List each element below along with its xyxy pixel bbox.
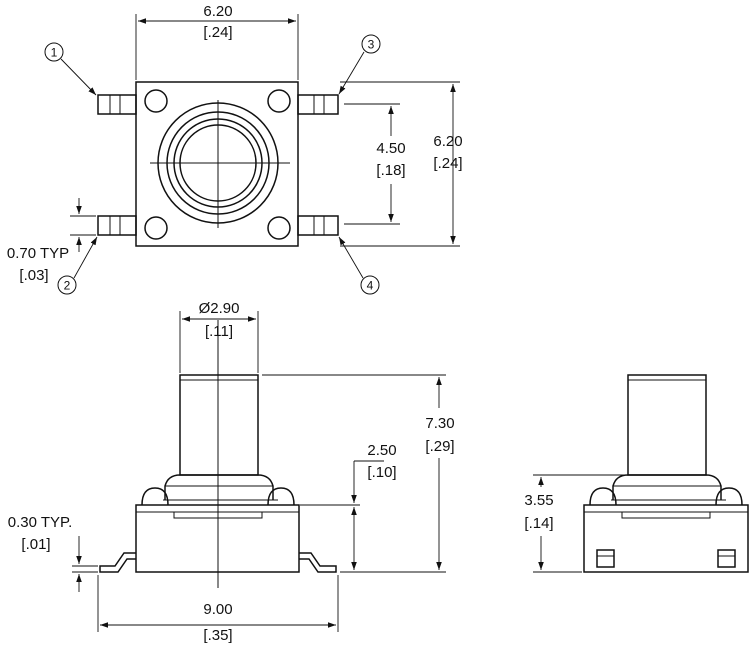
svg-text:3: 3 (368, 38, 375, 52)
top-view: 6.20 [.24] 6.20 [.24] 4.50 [.18] 0.70 TY… (7, 3, 463, 295)
pin-3-callout: 3 (338, 34, 381, 95)
left-lead (99, 552, 136, 573)
alt-height-in: [.14] (524, 515, 553, 532)
top-width-in: [.24] (203, 24, 232, 41)
front-view: Ø2.90 [.11] 7.30 [.29] 2.50 [.10] 0.30 T… (8, 300, 455, 644)
corner-hole-tr (267, 89, 291, 113)
top-width-mm: 6.20 (203, 3, 232, 20)
total-height-mm: 7.30 (425, 415, 454, 432)
svg-text:4: 4 (367, 279, 374, 293)
pin-spacing-mm: 4.50 (376, 140, 405, 157)
side-view: 3.55 [.14] (524, 374, 749, 573)
pin-2-lead (97, 215, 137, 236)
side-body (583, 504, 749, 573)
pin-4-lead (297, 215, 339, 236)
actuator-diameter-mm: Ø2.90 (199, 300, 240, 317)
body-height-in: [.10] (367, 464, 396, 481)
lead-thickness-in: [.01] (21, 536, 50, 553)
pin-1-lead (97, 94, 137, 115)
pin-width-mm: 0.70 TYP (7, 245, 69, 262)
actuator-diameter-in: [.11] (205, 323, 233, 340)
side-plunger (627, 374, 707, 476)
pin-2-callout: 2 (57, 236, 98, 295)
pin-width-in: [.03] (19, 267, 48, 284)
right-bump (267, 487, 295, 506)
pin-spacing-in: [.18] (376, 162, 405, 179)
pin-3-lead (297, 94, 339, 115)
corner-hole-br (267, 216, 291, 240)
right-height-in: [.24] (433, 155, 462, 172)
top-view-body (135, 81, 299, 247)
left-bump (141, 487, 169, 506)
total-height-in: [.29] (425, 438, 454, 455)
lead-thickness-mm: 0.30 TYP. (8, 514, 73, 531)
side-foot-right (717, 549, 736, 568)
plunger (179, 374, 259, 476)
right-height-mm: 6.20 (433, 133, 462, 150)
corner-hole-bl (144, 216, 168, 240)
cap-dome (164, 474, 274, 500)
pin-4-callout: 4 (338, 236, 380, 295)
side-foot-left (596, 549, 615, 568)
svg-text:1: 1 (51, 46, 58, 60)
body-height-mm: 2.50 (367, 442, 396, 459)
overall-width-mm: 9.00 (203, 601, 232, 618)
pin-1-callout: 1 (44, 42, 97, 96)
corner-hole-tl (144, 89, 168, 113)
right-lead (299, 552, 337, 573)
overall-width-in: [.35] (203, 627, 232, 644)
svg-text:2: 2 (64, 279, 71, 293)
alt-height-mm: 3.55 (524, 492, 553, 509)
